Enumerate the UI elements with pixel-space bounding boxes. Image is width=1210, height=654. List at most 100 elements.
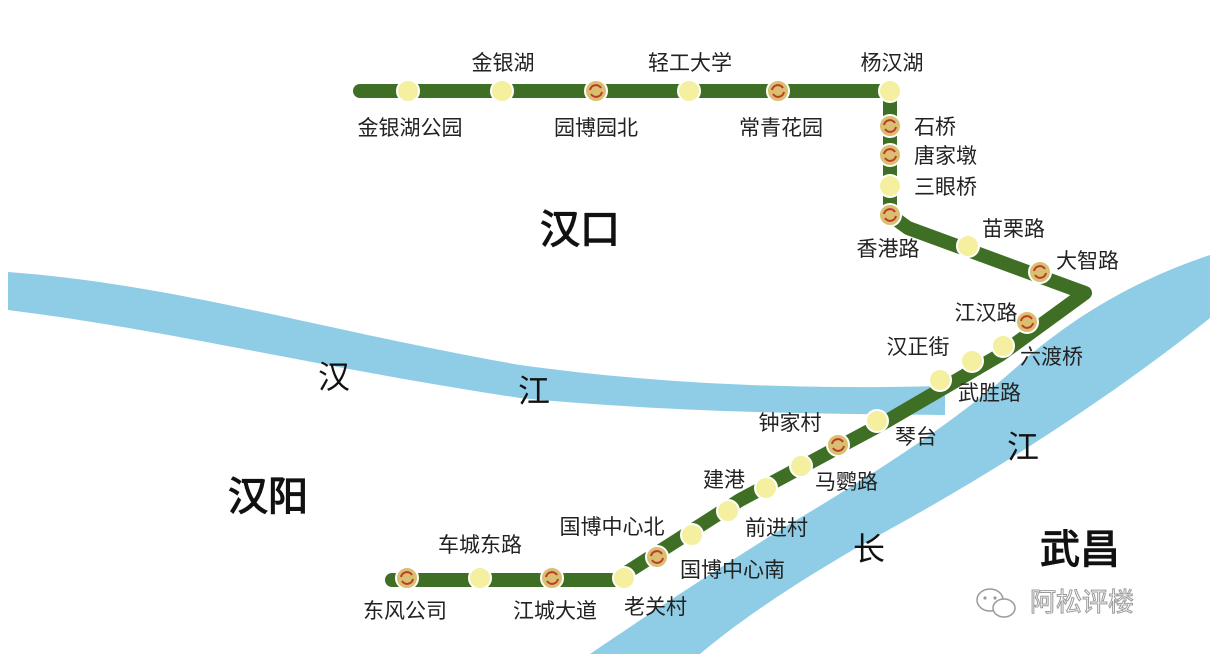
station [716,499,740,523]
station-marker [1028,260,1052,284]
river-label-han-1: 汉 [318,358,350,396]
river-label-chang-2: 长 [853,530,885,568]
station [490,79,514,103]
transfer-station [540,566,564,590]
station [680,523,704,547]
station-marker [645,545,669,569]
station-marker [960,349,984,373]
station-marker [584,79,608,103]
transfer-station [645,545,669,569]
station-label: 大智路 [1056,249,1119,273]
station-label: 钟家村 [759,411,822,435]
river-label-chang-1: 江 [1007,428,1039,466]
station-label: 杨汉湖 [861,51,924,75]
transfer-station [878,203,902,227]
station-label: 香港路 [857,237,920,261]
station-label: 前进村 [745,516,808,540]
station-label: 三眼桥 [914,175,977,199]
station [928,368,952,392]
station-marker [490,79,514,103]
yangtze-river [590,255,1210,654]
station-label: 马鹦路 [815,470,878,494]
transfer-station [878,114,902,138]
station [865,409,889,433]
district-wuchang: 武昌 [1040,527,1120,573]
station [396,79,420,103]
station-marker [826,433,850,457]
station-label: 苗栗路 [982,217,1045,241]
transfer-icon [883,208,897,222]
station-marker [716,499,740,523]
stations-layer [395,79,1052,590]
station-marker [396,79,420,103]
station-label: 唐家墩 [914,144,977,168]
station-label: 金银湖 [472,51,535,75]
transfer-icon [883,148,897,162]
transfer-icon [771,84,785,98]
station-labels-layer: 金银湖公园金银湖园博园北轻工大学常青花园杨汉湖石桥唐家墩三眼桥香港路苗栗路大智路… [358,51,1120,623]
transfer-station [826,433,850,457]
station-label: 建港 [703,468,745,492]
station-marker [766,79,790,103]
transfer-icon [650,550,664,564]
station [754,476,778,500]
transfer-station [766,79,790,103]
station-label: 江城大道 [513,599,597,623]
station [991,334,1015,358]
station-label: 老关村 [624,595,687,619]
station-label: 六渡桥 [1020,345,1083,369]
transfer-icon [831,438,845,452]
transfer-icon [883,119,897,133]
station [878,174,902,198]
station-marker [878,79,902,103]
station-marker [878,203,902,227]
transfer-icon [589,84,603,98]
watermark: 阿松评楼 [976,588,1135,619]
watermark-text: 阿松评楼 [1030,588,1134,618]
transfer-icon [545,571,559,585]
transfer-station [1028,260,1052,284]
station [878,79,902,103]
transfer-station [878,143,902,167]
station-marker [680,523,704,547]
transfer-station [1015,310,1039,334]
wechat-icon [976,588,1016,618]
station-label: 车城东路 [438,533,522,557]
station-marker [991,334,1015,358]
station-marker [468,566,492,590]
transfer-icon [1020,315,1034,329]
district-hankou: 汉口 [540,207,620,253]
station-marker [612,566,636,590]
station-marker [754,476,778,500]
station-marker [789,454,813,478]
han-river [8,272,945,415]
station-marker [878,143,902,167]
transfer-station [584,79,608,103]
station-marker [1015,310,1039,334]
station-marker [540,566,564,590]
station-label: 琴台 [895,425,937,449]
transfer-icon [1033,265,1047,279]
station-marker [865,409,889,433]
transfer-icon [400,571,414,585]
transfer-station [395,566,419,590]
station-label: 国博中心南 [680,558,785,582]
station-label: 东风公司 [363,599,447,623]
station-label: 江汉路 [955,301,1018,325]
station-marker [395,566,419,590]
station-marker [878,174,902,198]
station [956,234,980,258]
station-label: 汉正街 [887,335,950,359]
station-marker [677,79,701,103]
district-hanyang: 汉阳 [228,474,308,520]
station-marker [928,368,952,392]
river-label-han-2: 江 [518,372,550,410]
station-label: 武胜路 [958,381,1021,405]
station [468,566,492,590]
station [960,349,984,373]
station-label: 常青花园 [739,116,823,140]
station [677,79,701,103]
station-label: 轻工大学 [648,51,732,75]
